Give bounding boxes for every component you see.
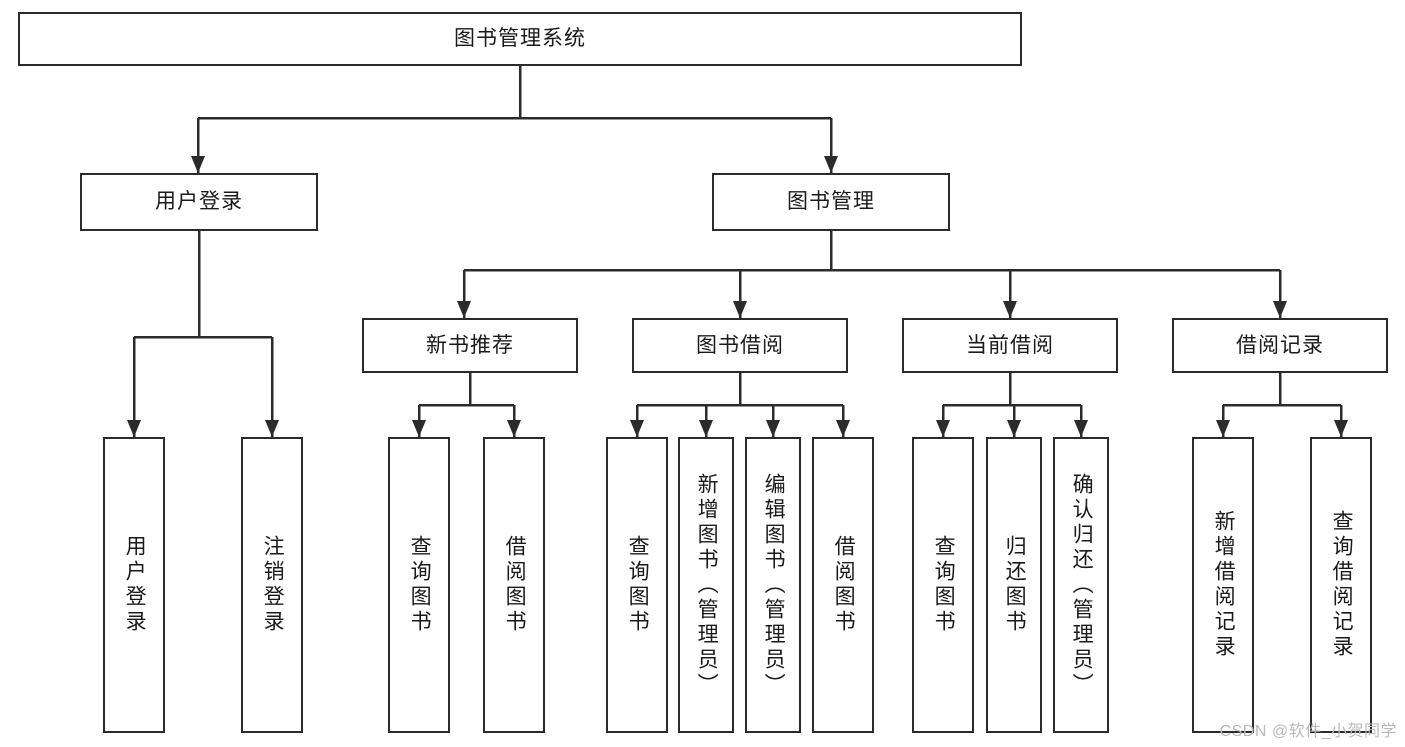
node-label: 查询图书 (626, 535, 650, 635)
node-label: 注销登录 (261, 535, 285, 635)
node-leaf-logout[interactable]: 注销登录 (241, 437, 303, 733)
node-current-borrow[interactable]: 当前借阅 (902, 318, 1118, 373)
node-label: 当前借阅 (966, 333, 1054, 357)
node-label: 图书借阅 (696, 333, 784, 357)
node-label: 借阅图书 (503, 535, 527, 635)
node-borrow-record[interactable]: 借阅记录 (1172, 318, 1388, 373)
node-label: 用户登录 (155, 190, 243, 214)
node-label: 借阅图书 (832, 535, 856, 635)
node-label: 查询借阅记录 (1330, 510, 1354, 660)
node-leaf-query-book-borrow[interactable]: 查询图书 (606, 437, 668, 733)
node-label: 用户登录 (123, 535, 147, 635)
node-book-borrow[interactable]: 图书借阅 (632, 318, 848, 373)
node-label: 新增图书（管理员） (695, 472, 719, 698)
node-new-book-recommend[interactable]: 新书推荐 (362, 318, 578, 373)
node-label: 图书管理系统 (454, 27, 586, 51)
node-leaf-edit-book[interactable]: 编辑图书（管理员） (745, 437, 801, 733)
node-leaf-add-borrow-record[interactable]: 新增借阅记录 (1192, 437, 1254, 733)
node-label: 新增借阅记录 (1212, 510, 1236, 660)
node-label: 查询图书 (932, 535, 956, 635)
node-leaf-query-book-recommend[interactable]: 查询图书 (388, 437, 450, 733)
node-leaf-return-book[interactable]: 归还图书 (986, 437, 1042, 733)
csdn-watermark: CSDN @软件_小贺同学 (1219, 723, 1397, 740)
node-label: 借阅记录 (1236, 333, 1324, 357)
node-leaf-borrow-book-recommend[interactable]: 借阅图书 (483, 437, 545, 733)
node-leaf-query-book-current[interactable]: 查询图书 (912, 437, 974, 733)
node-leaf-add-book[interactable]: 新增图书（管理员） (678, 437, 734, 733)
node-leaf-query-borrow-record[interactable]: 查询借阅记录 (1310, 437, 1372, 733)
node-book-manage[interactable]: 图书管理 (712, 173, 950, 231)
node-leaf-borrow-book[interactable]: 借阅图书 (812, 437, 874, 733)
node-leaf-user-login[interactable]: 用户登录 (103, 437, 165, 733)
node-label: 确认归还（管理员） (1070, 472, 1094, 698)
node-leaf-confirm-return[interactable]: 确认归还（管理员） (1053, 437, 1109, 733)
node-user-login[interactable]: 用户登录 (80, 173, 318, 231)
node-root[interactable]: 图书管理系统 (18, 12, 1022, 66)
node-label: 查询图书 (408, 535, 432, 635)
node-label: 新书推荐 (426, 333, 514, 357)
node-label: 图书管理 (787, 190, 875, 214)
node-label: 归还图书 (1003, 535, 1027, 635)
node-label: 编辑图书（管理员） (762, 472, 786, 698)
